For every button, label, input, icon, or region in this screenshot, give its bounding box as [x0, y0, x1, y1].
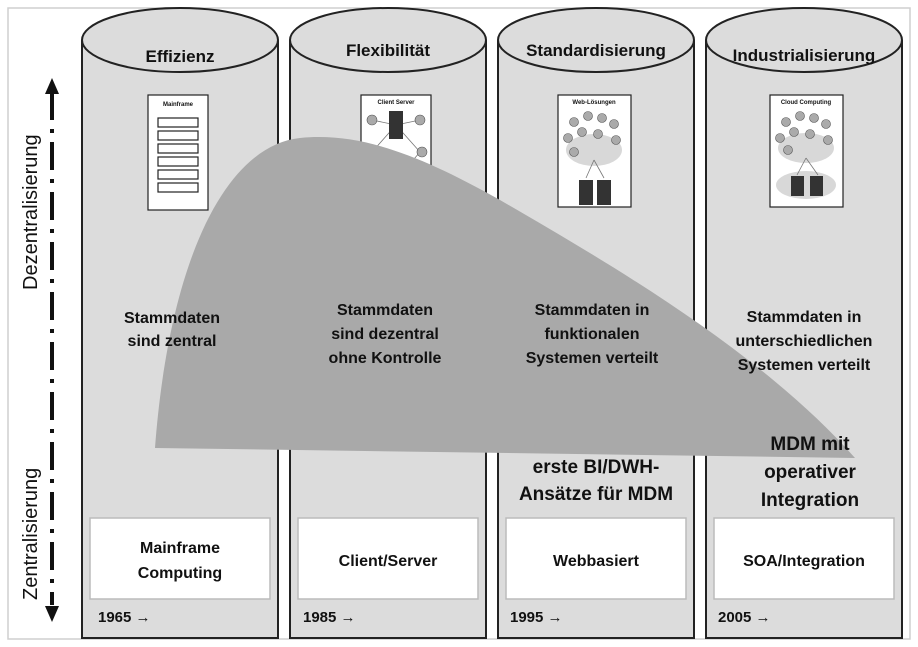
description-line: Stammdaten [124, 310, 220, 327]
note-line: MDM mit [770, 434, 850, 455]
column-description: Stammdaten sind dezentral ohne Kontrolle [329, 302, 442, 367]
arrow-down-icon [45, 606, 59, 622]
column-description: Stammdaten in unterschiedlichen Systemen… [736, 309, 873, 374]
description-line: unterschiedlichen [736, 333, 873, 350]
description-line: ohne Kontrolle [329, 350, 442, 367]
note-line: Ansätze für MDM [519, 484, 673, 505]
note-line: erste BI/DWH- [533, 457, 660, 478]
description-line: Stammdaten in [747, 309, 862, 326]
year-label: 1995 → [510, 609, 563, 626]
description-line: Stammdaten [337, 302, 433, 319]
column-title: Industrialisierung [733, 46, 876, 65]
era-box-label: Client/Server [339, 553, 438, 570]
column-description: Stammdaten in funktionalen Systemen vert… [526, 302, 659, 367]
era-box-label: Webbasiert [553, 553, 640, 570]
description-line: funktionalen [544, 326, 639, 343]
era-box: Webbasiert [505, 517, 687, 600]
note-line: operativer [764, 462, 856, 483]
icon-label: Client Server [377, 100, 415, 106]
axis-label-decentralization: Dezentralisierung [20, 134, 42, 290]
web-solutions-icon: Web-Lösungen [557, 94, 632, 208]
note-line: Integration [761, 490, 859, 511]
year-label: 1965 → [98, 609, 151, 626]
mdm-integration-note: MDM mit operativer Integration [761, 434, 859, 511]
era-box: Client/Server [297, 517, 479, 600]
column-title: Effizienz [146, 47, 215, 66]
mainframe-icon: Mainframe [147, 94, 209, 211]
description-line: sind dezentral [331, 326, 439, 343]
cloud-computing-icon: Cloud Computing [769, 94, 844, 208]
era-box-label: SOA/Integration [743, 553, 865, 570]
year-label: 1985 → [303, 609, 356, 626]
icon-label: Cloud Computing [781, 100, 832, 106]
decentralization-wave [155, 137, 855, 458]
bi-dwh-note: erste BI/DWH- Ansätze für MDM [519, 457, 673, 505]
era-box-label: Mainframe [140, 540, 220, 557]
column-title: Standardisierung [526, 41, 666, 60]
description-line: Systemen verteilt [738, 357, 871, 374]
column-industrialisierung [705, 7, 903, 639]
description-line: sind zentral [128, 333, 217, 350]
icon-label: Mainframe [163, 102, 194, 108]
era-box-label: Computing [138, 565, 222, 582]
column-description: Stammdaten sind zentral [124, 310, 220, 350]
description-line: Stammdaten in [535, 302, 650, 319]
icon-label: Web-Lösungen [572, 100, 616, 106]
column-title: Flexibilität [346, 41, 430, 60]
arrow-up-icon [45, 78, 59, 94]
axis-label-centralization: Zentralisierung [20, 468, 42, 600]
era-box: Mainframe Computing [89, 517, 271, 600]
centralization-axis [45, 78, 59, 622]
year-label: 2005 → [718, 609, 771, 626]
description-line: Systemen verteilt [526, 350, 659, 367]
era-box: SOA/Integration [713, 517, 895, 600]
